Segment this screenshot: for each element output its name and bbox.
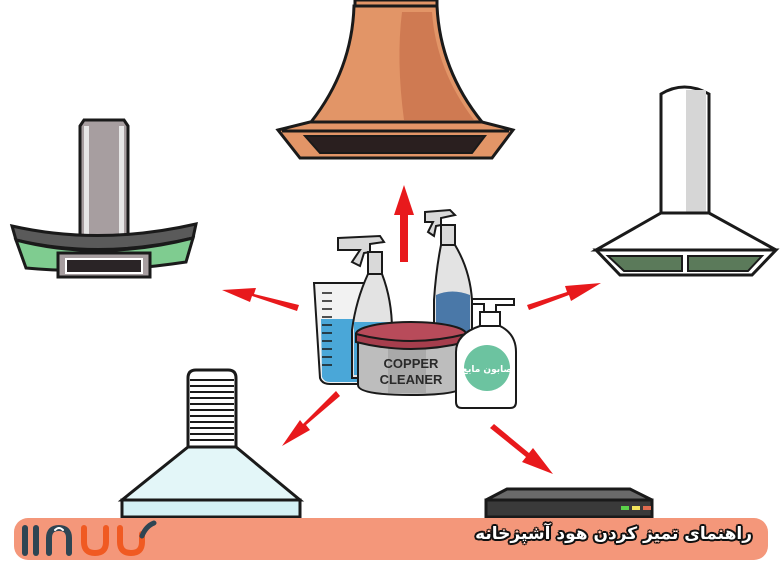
cleaning-products: COPPER CLEANER صابون مایع xyxy=(312,208,517,409)
soap-label: صابون مایع xyxy=(462,365,512,375)
arrow-down-left-icon xyxy=(282,391,340,446)
liquid-soap-bottle: صابون مایع xyxy=(455,298,517,409)
logo-u-glyph-1 xyxy=(81,525,109,557)
arrow-up-icon xyxy=(394,185,414,262)
arrow-down-right-icon xyxy=(490,424,553,474)
logo-u-glyph-2 xyxy=(117,525,145,557)
copper-chimney-hood xyxy=(275,0,516,160)
indicator-light-yellow xyxy=(632,506,640,510)
lnuu-logo xyxy=(22,520,157,557)
tin-label-line1: COPPER xyxy=(384,356,440,371)
indicator-light-red xyxy=(643,506,651,510)
ribbed-duct-hood xyxy=(117,368,305,541)
white-pyramid-hood xyxy=(590,85,780,277)
logo-highlight xyxy=(54,527,64,531)
indicator-light-green xyxy=(621,506,629,510)
copper-cleaner-tin: COPPER CLEANER xyxy=(355,321,467,397)
logo-swoosh xyxy=(139,520,157,539)
page-title: راهنمای تمیز کردن هود آشپزخانه xyxy=(475,524,752,544)
logo-n-glyph xyxy=(46,524,72,556)
direction-arrows xyxy=(222,185,601,474)
arrow-left-icon xyxy=(222,288,299,311)
tin-label-line2: CLEANER xyxy=(380,372,443,387)
green-curved-hood xyxy=(9,118,198,279)
arrow-right-icon xyxy=(527,283,601,310)
